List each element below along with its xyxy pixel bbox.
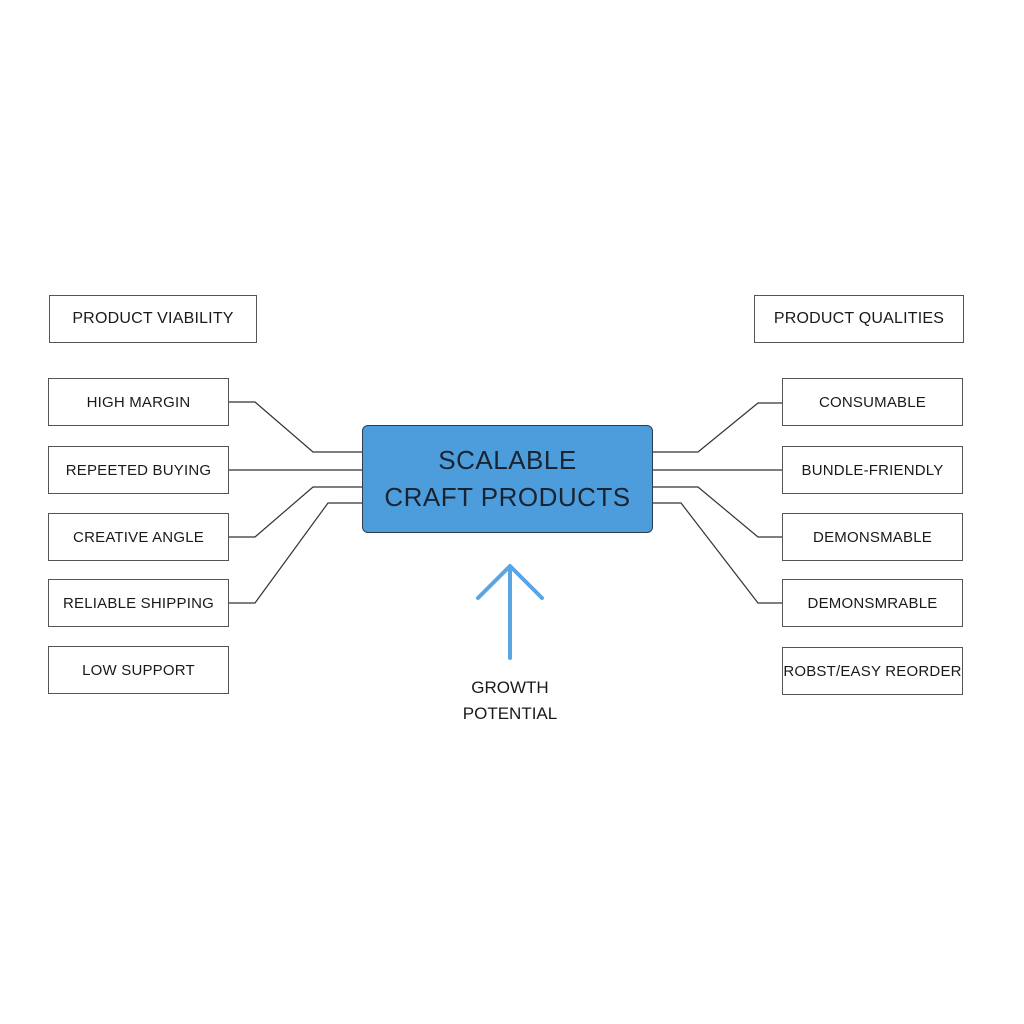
left-item-low-support: LOW SUPPORT xyxy=(48,646,229,694)
growth-label-line-1: GROWTH xyxy=(471,678,549,697)
center-node-line-2: CRAFT PRODUCTS xyxy=(384,482,631,512)
connector-reliable-shipping xyxy=(229,502,362,604)
right-item-demonsmable: DEMONSMABLE xyxy=(782,513,963,561)
left-item-reliable-shipping: RELIABLE SHIPPING xyxy=(48,579,229,627)
center-node-line-1: SCALABLE xyxy=(438,445,577,475)
left-item-creative-angle: CREATIVE ANGLE xyxy=(48,513,229,561)
left-item-repeeted-buying: REPEETED BUYING xyxy=(48,446,229,494)
connector-demonsmrable xyxy=(653,502,782,604)
right-item-bundle-friendly: BUNDLE-FRIENDLY xyxy=(782,446,963,494)
up-arrow-icon xyxy=(476,564,544,660)
connector-consumable xyxy=(653,402,782,453)
growth-label-line-2: POTENTIAL xyxy=(462,704,558,723)
right-item-robst-easy-reorder: ROBST/EASY REORDER xyxy=(782,647,963,695)
center-node-scalable-craft-products: SCALABLE CRAFT PRODUCTS xyxy=(362,425,653,533)
left-header-product-viability: PRODUCT VIABILITY xyxy=(49,295,257,343)
connector-creative-angle xyxy=(229,486,362,538)
right-item-demonsmrable: DEMONSMRABLE xyxy=(782,579,963,627)
connector-high-margin xyxy=(229,401,362,453)
right-item-consumable: CONSUMABLE xyxy=(782,378,963,426)
right-header-product-qualities: PRODUCT QUALITIES xyxy=(754,295,964,343)
left-item-high-margin: HIGH MARGIN xyxy=(48,378,229,426)
growth-potential-label: GROWTH POTENTIAL xyxy=(430,675,590,727)
connector-demonsmable xyxy=(653,486,782,538)
